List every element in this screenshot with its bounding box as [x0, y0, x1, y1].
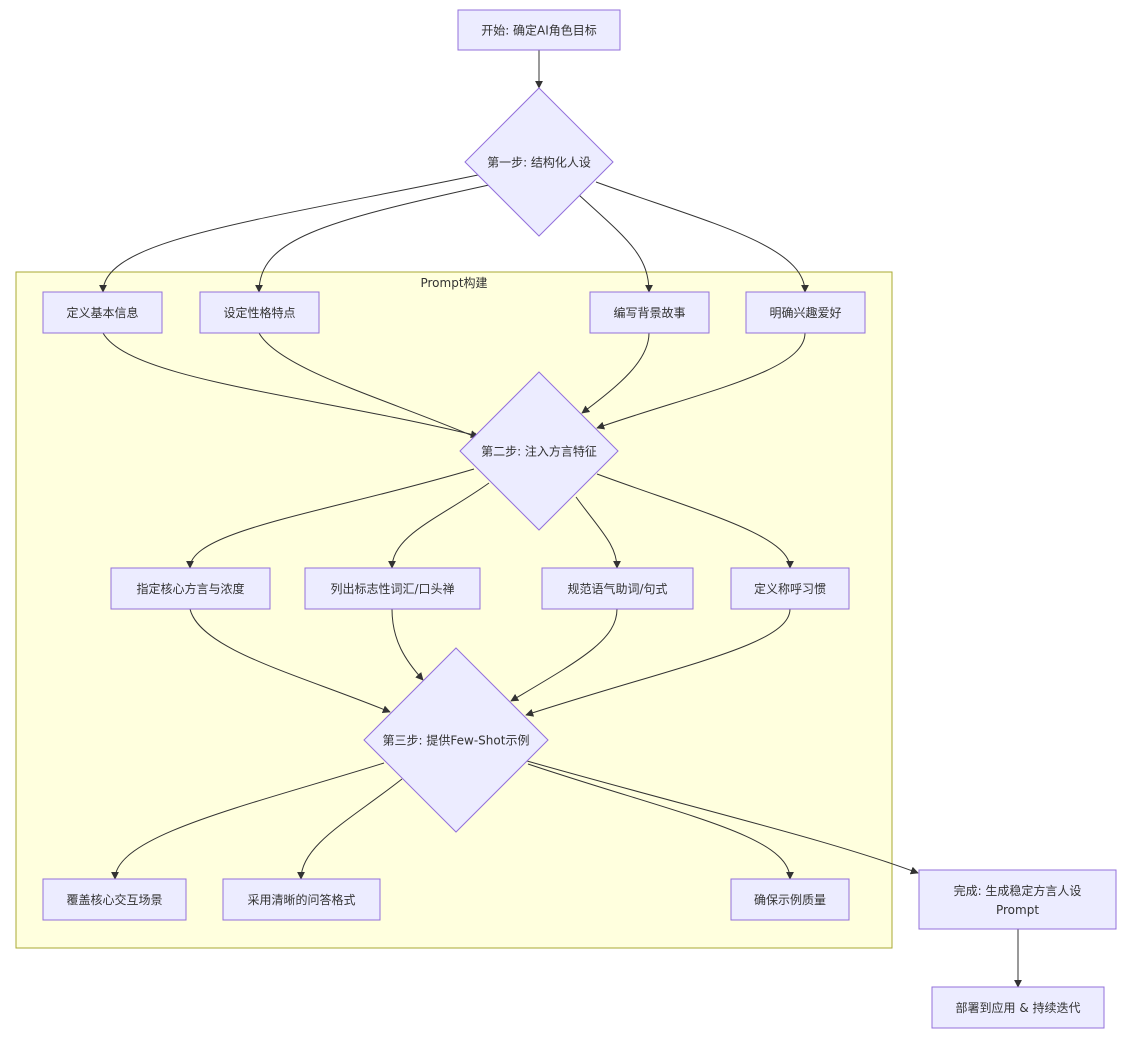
node-step1-decision: 第一步: 结构化人设 [464, 87, 614, 237]
node-qa-format: 采用清晰的问答格式 [222, 878, 381, 921]
node-done-label-line1: 完成: 生成稳定方言人设 [954, 883, 1082, 898]
edge-hobbies-step2 [596, 332, 806, 430]
edge-personality-step2 [258, 332, 481, 440]
node-signature-words-label: 列出标志性词汇/口头禅 [330, 582, 454, 596]
node-backstory: 编写背景故事 [589, 291, 710, 334]
node-dialect-core: 指定核心方言与浓度 [110, 567, 271, 610]
node-step2-decision: 第二步: 注入方言特征 [459, 371, 619, 531]
node-done-label-line2: Prompt [996, 903, 1039, 917]
edge-step3-quality [527, 763, 794, 880]
node-start-label: 开始: 确定AI角色目标 [481, 23, 597, 38]
node-quality-label: 确保示例质量 [754, 893, 826, 907]
node-hobbies: 明确兴趣爱好 [745, 291, 866, 334]
node-step3-label: 第三步: 提供Few-Shot示例 [383, 733, 530, 748]
node-quality: 确保示例质量 [730, 878, 850, 921]
edge-step1-personality [255, 184, 490, 293]
node-scenarios: 覆盖核心交互场景 [42, 878, 187, 921]
node-particles-label: 规范语气助词/句式 [567, 581, 667, 596]
edge-step1-backstory [578, 194, 653, 293]
edge-step1-hobbies [595, 181, 809, 293]
edge-step2-address [596, 473, 794, 569]
node-backstory-label: 编写背景故事 [613, 305, 685, 320]
edge-dialect-core-step3 [189, 608, 391, 713]
node-particles: 规范语气助词/句式 [541, 567, 694, 610]
edge-step2-particles [575, 496, 621, 569]
node-start: 开始: 确定AI角色目标 [457, 9, 621, 51]
edge-step1-basic-info [99, 174, 479, 293]
node-scenarios-label: 覆盖核心交互场景 [66, 892, 162, 907]
node-qa-format-label: 采用清晰的问答格式 [247, 892, 355, 907]
edge-particles-step3 [510, 608, 618, 702]
node-done: 完成: 生成稳定方言人设 Prompt [918, 869, 1117, 930]
node-address-label: 定义称呼习惯 [754, 581, 826, 596]
node-dialect-core-label: 指定核心方言与浓度 [136, 581, 244, 596]
node-personality: 设定性格特点 [199, 291, 320, 334]
edge-step3-qa-format [297, 778, 403, 880]
cluster-title: Prompt构建 [420, 275, 487, 290]
node-step2-label: 第二步: 注入方言特征 [481, 444, 597, 459]
edge-step3-done [526, 760, 919, 875]
node-hobbies-label: 明确兴趣爱好 [769, 305, 841, 320]
edge-basic-info-step2 [102, 332, 479, 439]
edge-backstory-step2 [581, 332, 650, 414]
node-signature-words: 列出标志性词汇/口头禅 [304, 567, 481, 610]
node-step3-decision: 第三步: 提供Few-Shot示例 [363, 647, 549, 833]
node-address: 定义称呼习惯 [730, 567, 850, 610]
edge-step2-dialect-core [186, 468, 475, 569]
node-basic-info-label: 定义基本信息 [66, 305, 138, 320]
edge-step3-scenarios [111, 762, 385, 880]
edge-address-step3 [525, 608, 791, 717]
node-deploy: 部署到应用 & 持续迭代 [931, 986, 1105, 1029]
edges [99, 50, 1022, 988]
edge-step2-signature-words [388, 482, 490, 569]
edge-signature-words-step3 [391, 608, 424, 681]
node-deploy-label: 部署到应用 & 持续迭代 [956, 1000, 1081, 1015]
node-personality-label: 设定性格特点 [223, 305, 295, 320]
node-basic-info: 定义基本信息 [42, 291, 163, 334]
node-step1-label: 第一步: 结构化人设 [487, 155, 591, 170]
